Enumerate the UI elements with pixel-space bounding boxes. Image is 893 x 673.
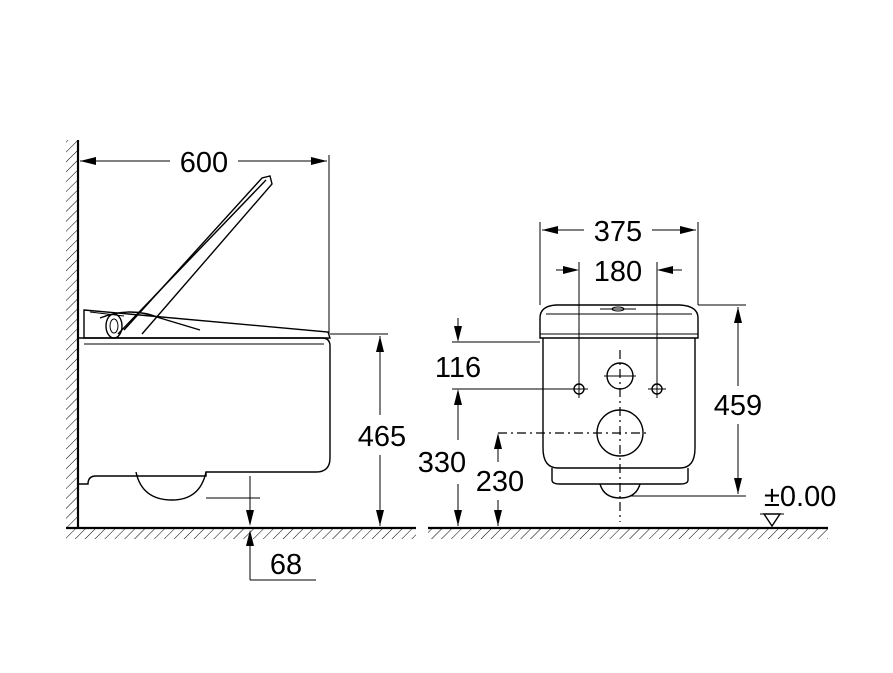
dim-465: 465 [330, 333, 406, 526]
dim-68: 68 [206, 476, 316, 581]
hinge-icon [105, 313, 123, 339]
wall [66, 140, 80, 528]
dim-180: 180 [556, 256, 682, 380]
side-view: 600 465 68 [66, 140, 416, 581]
floor-level-marker: ±0.00 [760, 481, 836, 528]
floor-right [428, 526, 828, 539]
dim-230: 230 [476, 433, 524, 526]
dim-68-label: 68 [270, 549, 302, 581]
dim-180-label: 180 [594, 256, 642, 288]
toilet-body-front [542, 338, 696, 499]
dim-116-label: 116 [435, 352, 481, 384]
fixing-point-right [648, 380, 666, 398]
dim-600: 600 [80, 147, 330, 334]
dim-600-label: 600 [180, 147, 228, 179]
dim-116: 116 [435, 318, 572, 405]
lid-front [539, 304, 699, 339]
fixing-point-left [570, 380, 588, 398]
dim-459: 459 [630, 304, 762, 497]
waste-outlet [498, 409, 648, 457]
dim-465-label: 465 [358, 421, 406, 453]
dim-330: 330 [418, 405, 466, 526]
dim-230-label: 230 [476, 466, 524, 498]
dim-375: 375 [539, 216, 699, 305]
toilet-body-side [78, 337, 331, 501]
dim-459-label: 459 [714, 390, 762, 422]
upper-outlet [604, 362, 636, 390]
seat-lid-side [83, 175, 331, 339]
dim-330-label: 330 [418, 447, 466, 479]
dim-375-label: 375 [594, 216, 642, 248]
floor-left [66, 526, 416, 539]
front-view: 375 180 116 330 [418, 216, 836, 539]
floor-level-label: ±0.00 [764, 481, 836, 513]
